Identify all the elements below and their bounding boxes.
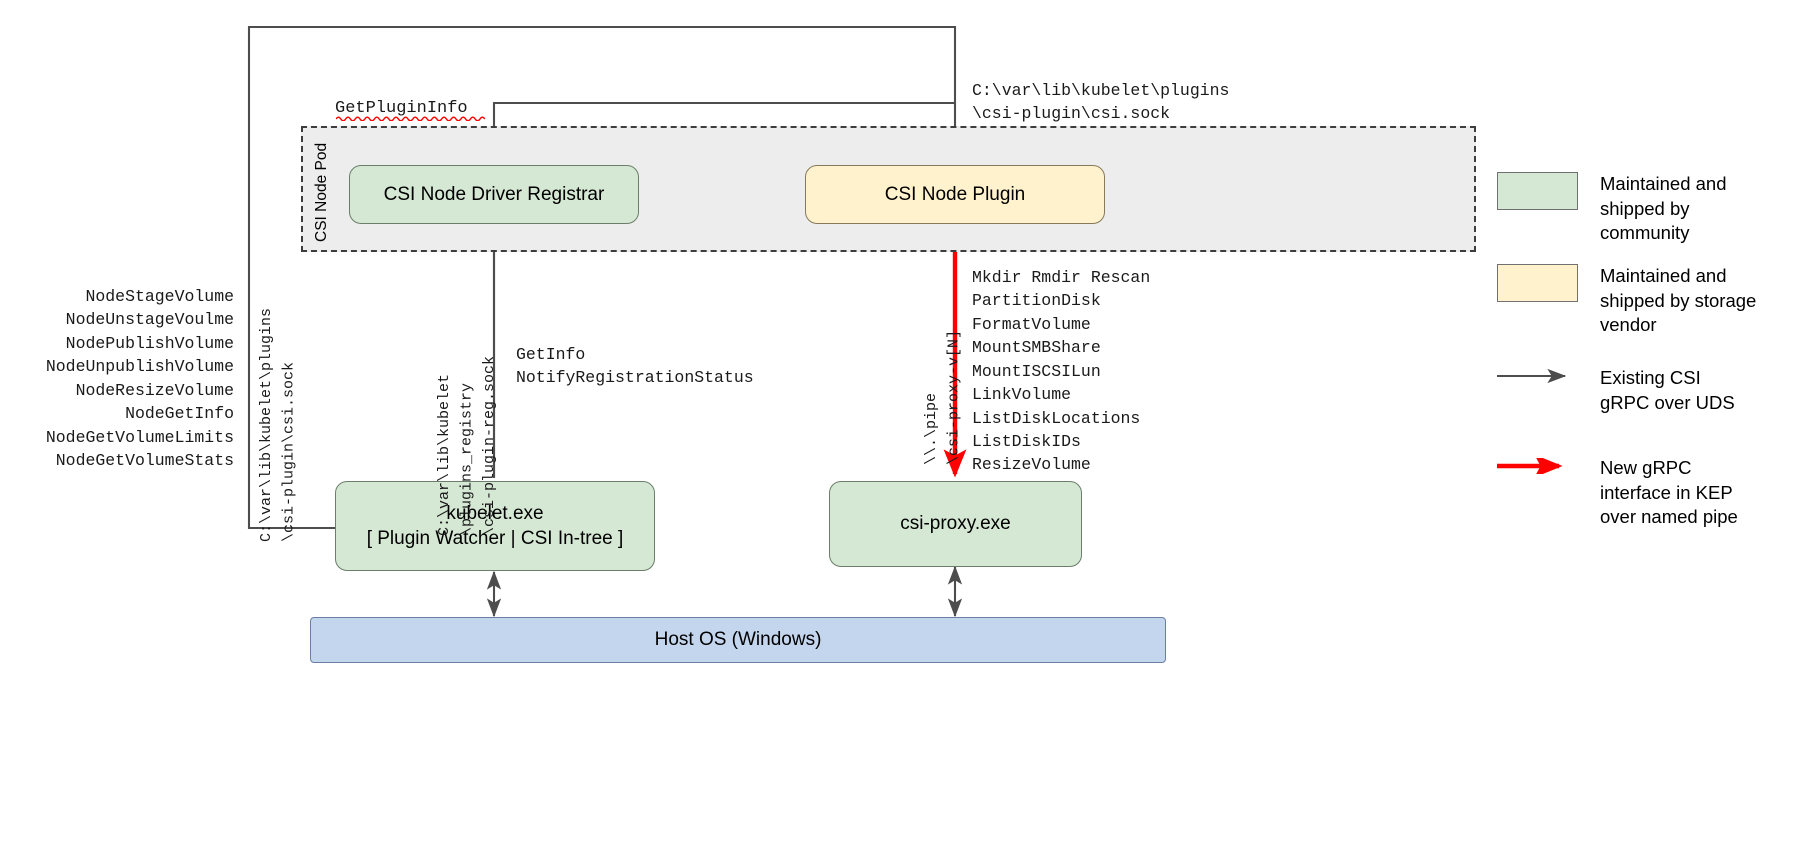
annotation-csi-proxy-rpc-list: Mkdir Rmdir Rescan PartitionDisk FormatV… (972, 268, 1151, 475)
legend-item-new-grpc-named-pipe: New gRPC interface in KEP over named pip… (1497, 456, 1750, 530)
legend-item-existing-grpc-uds: Existing CSI gRPC over UDS (1497, 366, 1750, 415)
legend-swatch-green (1497, 172, 1578, 210)
csi-node-pod-label: CSI Node Pod (313, 142, 330, 242)
annotation-registration-rpc-list: GetInfo NotifyRegistrationStatus (516, 345, 754, 388)
annotation-named-pipe-vertical: \\.\pipe \csi-proxy-v[N] (923, 329, 963, 465)
node-label: CSI Node Driver Registrar (383, 183, 605, 205)
node-host-os[interactable]: Host OS (Windows) (310, 617, 1166, 663)
legend-arrow-red-icon (1497, 456, 1578, 476)
legend-label: Maintained and shipped by community (1600, 173, 1727, 244)
legend-item-storage-vendor: Maintained and shipped by storage vendor (1497, 264, 1775, 338)
node-csi-proxy-exe[interactable]: csi-proxy.exe (829, 481, 1082, 567)
node-csi-node-driver-registrar[interactable]: CSI Node Driver Registrar (349, 165, 639, 224)
annotation-node-rpc-list: NodeStageVolume NodeUnstageVoulme NodePu… (45, 287, 234, 470)
spellcheck-squiggle-icon (336, 116, 486, 121)
legend-arrow-gray-icon (1497, 366, 1578, 386)
legend-swatch-yellow (1497, 264, 1578, 302)
annotation-registry-sock-path-vertical: C:\var\lib\kubelet \plugins_registry \cs… (436, 355, 498, 536)
legend-label: New gRPC interface in KEP over named pip… (1600, 457, 1738, 528)
node-label-line2: [ Plugin Watcher | CSI In-tree ] (366, 528, 624, 549)
legend-label: Existing CSI gRPC over UDS (1600, 367, 1735, 413)
node-label: Host OS (Windows) (654, 629, 822, 651)
node-csi-node-plugin[interactable]: CSI Node Plugin (805, 165, 1105, 224)
annotation-plugin-socket-path: C:\var\lib\kubelet\plugins \csi-plugin\c… (972, 81, 1230, 124)
legend-item-community: Maintained and shipped by community (1497, 172, 1775, 246)
node-label: csi-proxy.exe (900, 513, 1011, 535)
node-label: CSI Node Plugin (884, 183, 1026, 205)
annotation-csi-sock-path-vertical: C:\var\lib\kubelet\plugins \csi-plugin\c… (258, 307, 298, 542)
legend-label: Maintained and shipped by storage vendor (1600, 265, 1757, 336)
